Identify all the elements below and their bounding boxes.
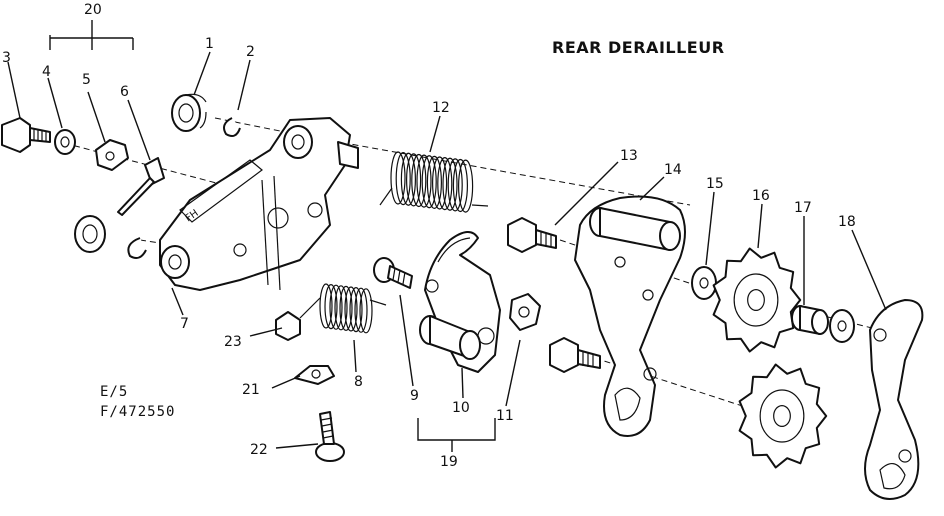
callout-20: 20	[84, 2, 102, 18]
callout-23: 23	[224, 334, 242, 350]
part-15-washer	[691, 266, 717, 300]
callout-21: 21	[242, 382, 260, 398]
lower-pulley	[738, 363, 828, 469]
part-7-main-body: FH	[159, 117, 359, 291]
part-23-nut	[275, 311, 301, 341]
part-11-nut	[509, 293, 541, 331]
part-9-screw	[373, 257, 413, 289]
part-16-upper-pulley	[712, 247, 802, 353]
part-17-sleeve	[791, 305, 829, 335]
part-22-screw	[315, 411, 345, 462]
callout-2: 2	[246, 44, 255, 60]
callout-12: 12	[432, 100, 450, 116]
lower-bushing	[74, 215, 106, 253]
part-13-bolt	[507, 217, 557, 253]
diagram-title: REAR DERAILLEUR	[552, 38, 725, 57]
callout-17: 17	[794, 200, 812, 216]
part-2-clip	[223, 117, 241, 137]
lower-cage-bolt	[549, 337, 601, 373]
part-18-inner-cage-plate	[864, 299, 924, 500]
callout-15: 15	[706, 176, 724, 192]
callout-19: 19	[440, 454, 458, 470]
callout-10: 10	[452, 400, 470, 416]
leader-lines	[7, 20, 887, 452]
callout-5: 5	[82, 72, 91, 88]
part-21-tab-washer	[294, 365, 335, 385]
callout-9: 9	[410, 388, 419, 404]
callout-11: 11	[496, 408, 514, 424]
callout-4: 4	[42, 64, 51, 80]
callout-numbers: 20 3 4 5 6 1 2 12 13 14 15 16 17 18 7 23…	[2, 2, 856, 470]
part-10-link-plate	[419, 231, 501, 373]
code-line-2: F/472550	[100, 404, 175, 420]
callout-18: 18	[838, 214, 856, 230]
part-5-plate	[95, 139, 129, 171]
sleeve-washer	[829, 309, 855, 343]
callout-1: 1	[205, 36, 214, 52]
callout-8: 8	[354, 374, 363, 390]
part-1-bushing	[171, 93, 207, 132]
callout-7: 7	[180, 316, 189, 332]
part-6-pin	[117, 157, 165, 216]
part-4-washer	[54, 129, 76, 155]
part-14-cage-plate	[574, 195, 686, 437]
callout-3: 3	[2, 50, 11, 66]
part-3-bolt	[1, 117, 51, 153]
part-12-main-spring	[379, 151, 489, 213]
lower-clip	[127, 237, 147, 259]
callout-13: 13	[620, 148, 638, 164]
callout-22: 22	[250, 442, 268, 458]
callout-6: 6	[120, 84, 129, 100]
part-8-lower-spring	[299, 283, 387, 334]
code-line-1: E/5	[100, 384, 128, 400]
callout-14: 14	[664, 162, 682, 178]
callout-16: 16	[752, 188, 770, 204]
